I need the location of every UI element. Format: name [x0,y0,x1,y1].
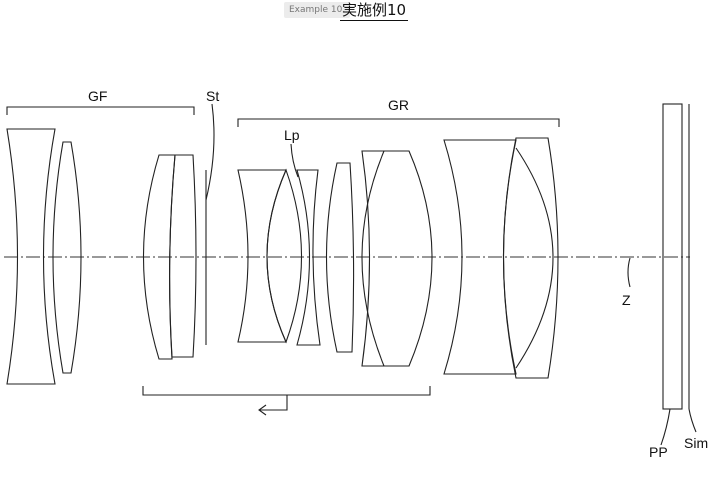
focus-arrow [258,395,288,416]
lens-6-lp [266,168,303,344]
example-tag: Example 10. [284,2,351,18]
pp-leader [660,408,671,446]
label-gf: GF [88,88,107,104]
st-leader [205,103,215,201]
label-z: Z [622,292,631,308]
lens-11 [502,137,559,379]
lens-9 [361,150,433,367]
z-leader [627,257,631,288]
lens-11-inner [515,147,554,369]
label-gr: GR [388,97,409,113]
lens-2 [52,141,82,374]
lens-1 [6,128,56,385]
lp-leader [290,143,299,178]
figure-title: 実施例10 [340,1,409,21]
prism-pp [662,103,683,410]
sim-leader [688,408,697,433]
lens-5 [237,169,287,343]
gr-bracket [237,118,560,127]
lens-9-inner [361,150,385,367]
lens-7 [296,169,321,346]
label-st: St [206,88,219,104]
lens-4 [169,154,197,358]
focus-bracket [142,386,431,396]
label-sim: Sim [684,435,708,451]
gf-bracket [6,106,195,115]
label-lp: Lp [284,127,300,143]
lens-8 [325,162,355,353]
label-pp: PP [649,444,668,460]
